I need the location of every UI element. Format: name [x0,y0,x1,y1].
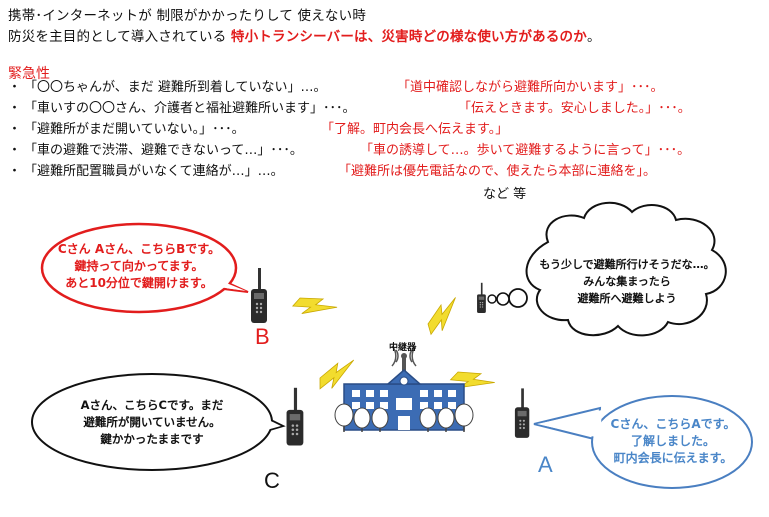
bubble-line: Cさん Aさん、こちらBです。 [57,242,221,256]
label-a: A [538,452,553,477]
bullet: ・ [8,164,22,179]
example-answer: 「伝えときます。安心しました。」･･･。 [458,101,691,116]
speech-bubble-a [533,395,753,489]
label-b: B [255,324,270,349]
example-answer: 「車の誘導して…。歩いて避難するように言って」･･･。 [360,143,691,158]
radio-walker-icon [477,282,486,314]
example-row: ・「避難所がまだ開いていない。」･･･。 「了解。町内会長へ伝えます。」 [8,120,768,140]
example-question: 「避難所がまだ開いていない。」･･･。 [24,122,245,137]
example-answer: 「道中確認しながら避難所向かいます」･･･。 [397,80,664,95]
thought-bubble-text: もう少しで避難所行けそうだな…。 みんな集まったら 避難所へ避難しよう [538,256,716,307]
example-row: ・「車の避難で渋滞、避難できないって…」･･･。 「車の誘導して…。歩いて避難す… [8,141,768,161]
example-row: ・「避難所配置職員がいなくて連絡が…」…。 「避難所は優先電話なので、使えたら本… [8,162,768,182]
thought-bubble [487,201,727,337]
example-answer: 「了解。町内会長へ伝えます。」 [321,122,509,137]
bullet: ・ [8,143,22,158]
radio-b-icon [251,268,267,323]
bubble-line: Aさん、こちらCです。まだ [80,398,224,412]
signal-bolt-icon [291,289,339,325]
example-row: ・「車いすの〇〇さん、介護者と福祉避難所います」･･･。 「伝えときます。安心し… [8,99,768,119]
section-title: 緊急性 [8,66,50,82]
bubble-c-text: Aさん、こちらCです。まだ 避難所が開いていません。 鍵かかったままです [40,397,264,448]
speech-bubble-c [31,373,286,471]
radio-a-icon [514,388,530,438]
radio-c-icon [286,387,304,446]
bubble-line: あと10分位で鍵開けます。 [65,276,213,290]
bubble-line: 鍵かかったままです [100,432,204,446]
school-building-icon [334,369,474,432]
bubble-a-text: Cさん、こちらAです。 了解しました。 町内会長に伝えます。 [598,416,748,467]
etc-note: など 等 [483,187,527,202]
example-question: 「避難所配置職員がいなくて連絡が…」…。 [24,164,284,179]
bubble-line: 避難所へ避難しよう [577,292,677,305]
intro-line-2-suffix: 。 [586,29,601,45]
bullet: ・ [8,80,22,95]
bubble-line: 鍵持って向かってます。 [74,259,204,273]
example-question: 「〇〇ちゃんが、まだ 避難所到着していない」…。 [24,80,327,95]
bubble-line: 町内会長に伝えます。 [613,451,733,465]
relay-label: 中継器 [389,343,417,353]
label-c: C [264,468,280,493]
bubble-line: Cさん、こちらAです。 [610,417,736,431]
example-question: 「車の避難で渋滞、避難できないって…」･･･。 [24,143,303,158]
bullet: ・ [8,101,22,116]
bubble-line: 了解しました。 [630,434,715,448]
example-row: ・「〇〇ちゃんが、まだ 避難所到着していない」…。 「道中確認しながら避難所向か… [8,78,768,98]
bubble-line: 避難所が開いていません。 [83,415,221,429]
signal-bolt-icon [420,294,467,338]
intro-line-2-emphasis: 特小トランシーバーは、災害時どの様な使い方があるのか [230,29,587,45]
intro-line-1: 携帯･インターネットが 制限がかかったりして 使えない時 [8,8,367,24]
bubble-line: もう少しで避難所行けそうだな…。 [539,258,715,271]
example-question: 「車いすの〇〇さん、介護者と福祉避難所います」･･･。 [24,101,356,116]
example-answer: 「避難所は優先電話なので、使えたら本部に連絡を」。 [338,164,656,179]
bubble-b-text: Cさん Aさん、こちらBです。 鍵持って向かってます。 あと10分位で鍵開けます… [42,241,236,292]
speech-bubble-b [40,222,249,314]
intro-line-2: 防災を主目的として導入されている 特小トランシーバーは、災害時どの様な使い方があ… [8,25,601,45]
bullet: ・ [8,122,22,137]
bubble-line: みんな集まったら [583,275,671,288]
relay-antenna-icon [391,345,417,380]
intro-line-2-prefix: 防災を主目的として導入されている [8,29,231,45]
